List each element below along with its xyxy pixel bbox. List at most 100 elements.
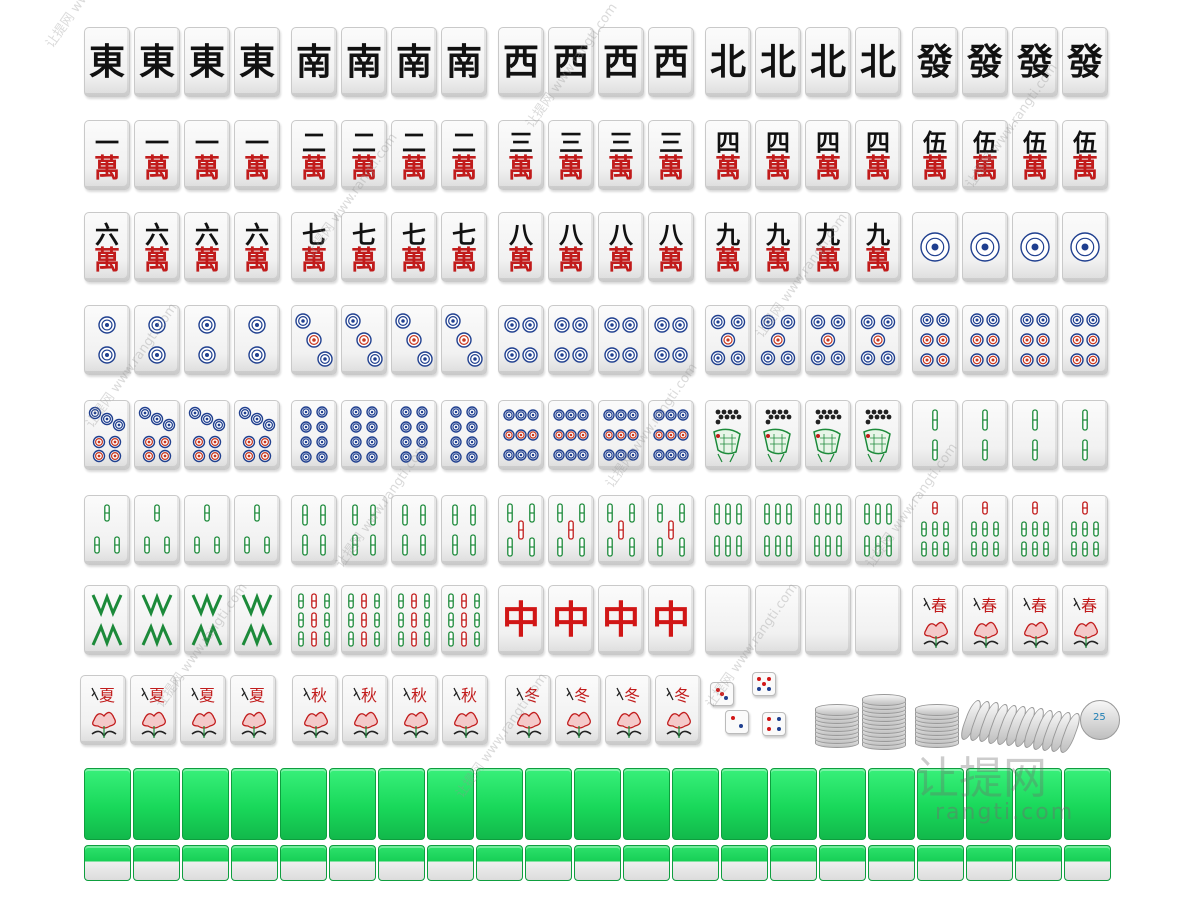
wind-glyph: 東 bbox=[138, 41, 175, 83]
bamboo-tile bbox=[1012, 400, 1058, 470]
die-icon bbox=[710, 682, 734, 706]
bamboo-stick-icon bbox=[1021, 521, 1027, 537]
tile-back bbox=[427, 845, 474, 881]
bamboo-stick-icon bbox=[374, 631, 380, 647]
circle-dot-icon bbox=[316, 451, 328, 463]
character-suit-glyph: 萬 bbox=[814, 245, 841, 276]
bamboo-stick-icon bbox=[971, 541, 977, 557]
circle-dot-icon bbox=[238, 406, 252, 420]
bird-icon bbox=[813, 409, 842, 463]
circle-dot-icon bbox=[880, 314, 896, 330]
bamboo-stick-icon bbox=[164, 536, 170, 554]
wind-tile: 南 bbox=[341, 27, 387, 97]
character-number: 四 bbox=[816, 127, 840, 157]
flower-tile: 冬 bbox=[605, 675, 651, 745]
bamboo-stick-icon bbox=[507, 503, 513, 523]
character-suit-glyph: 萬 bbox=[300, 153, 327, 184]
circle-dot-icon bbox=[830, 350, 846, 366]
circle-dot-icon bbox=[98, 316, 116, 334]
character-number: 四 bbox=[866, 127, 890, 157]
circle-dot-icon bbox=[780, 350, 796, 366]
bamboo-stick-icon bbox=[825, 535, 831, 557]
flower-icon bbox=[516, 687, 542, 738]
wind-tile: 北 bbox=[855, 27, 901, 97]
wind-glyph: 東 bbox=[238, 41, 275, 83]
tile-back bbox=[84, 845, 131, 881]
tile-back bbox=[378, 768, 425, 840]
circle-dot-icon bbox=[880, 350, 896, 366]
bamboo-stick-icon bbox=[1032, 541, 1038, 557]
character-suit-glyph: 萬 bbox=[714, 153, 741, 184]
character-tile: 伍萬 bbox=[1012, 120, 1058, 190]
flower-tile: 秋 bbox=[442, 675, 488, 745]
bamboo-stick-icon bbox=[557, 503, 563, 523]
circle-dot-icon bbox=[986, 353, 1000, 367]
circle-dot-icon bbox=[345, 313, 361, 329]
bamboo-stick-icon bbox=[452, 534, 458, 556]
character-tile: 三萬 bbox=[548, 120, 594, 190]
circle-dot-icon bbox=[554, 317, 570, 333]
bamboo-stick-icon bbox=[714, 503, 720, 525]
character-number: 二 bbox=[302, 127, 326, 157]
wind-glyph: 南 bbox=[295, 41, 332, 83]
tile-back bbox=[721, 768, 768, 840]
circle-dot-icon bbox=[603, 409, 615, 421]
flower-tile: 秋 bbox=[392, 675, 438, 745]
circle-dot-icon bbox=[710, 314, 726, 330]
character-tile: 二萬 bbox=[341, 120, 387, 190]
bamboo-tile bbox=[705, 400, 751, 470]
circle-dot-icon bbox=[503, 409, 515, 421]
circle-dot-icon bbox=[553, 449, 565, 461]
bamboo-stick-icon bbox=[932, 501, 938, 515]
character-tile: 九萬 bbox=[805, 212, 851, 282]
wind-glyph: 南 bbox=[445, 41, 482, 83]
wind-glyph: 發 bbox=[1016, 41, 1053, 83]
circle-dot-icon bbox=[920, 333, 934, 347]
bamboo-tile bbox=[391, 495, 437, 565]
circle-dot-icon bbox=[295, 313, 311, 329]
tile-back bbox=[574, 845, 621, 881]
circle-dot-icon bbox=[677, 429, 689, 441]
bamboo-tile bbox=[134, 585, 180, 655]
circle-dot-icon bbox=[565, 409, 577, 421]
red-dragon-tile: 中 bbox=[598, 585, 644, 655]
character-tile: 一萬 bbox=[184, 120, 230, 190]
circle-dot-icon bbox=[565, 449, 577, 461]
character-tile: 九萬 bbox=[855, 212, 901, 282]
circle-tile bbox=[391, 305, 437, 375]
bamboo-tile bbox=[1062, 495, 1108, 565]
bamboo-tile bbox=[234, 495, 280, 565]
character-number: 伍 bbox=[1073, 127, 1097, 157]
bamboo-stick-icon bbox=[736, 503, 742, 525]
bamboo-stick-icon bbox=[786, 535, 792, 557]
circle-dot-icon bbox=[198, 316, 216, 334]
character-tile: 七萬 bbox=[291, 212, 337, 282]
circle-dot-icon bbox=[554, 347, 570, 363]
wind-glyph: 西 bbox=[652, 41, 689, 83]
bamboo-stick-icon bbox=[94, 536, 100, 554]
circle-dot-icon bbox=[400, 436, 412, 448]
tile-back bbox=[525, 768, 572, 840]
tile-back bbox=[917, 845, 964, 881]
chip-icon bbox=[1080, 700, 1120, 740]
circle-dot-icon bbox=[665, 429, 677, 441]
bamboo-stick-icon bbox=[1032, 409, 1038, 431]
circle-dot-icon bbox=[108, 435, 122, 449]
circle-dot-icon bbox=[138, 406, 152, 420]
wind-glyph: 北 bbox=[759, 41, 796, 83]
bamboo-stick-icon bbox=[461, 593, 467, 609]
bamboo-tile bbox=[962, 495, 1008, 565]
flower-icon bbox=[403, 687, 429, 738]
circle-dot-icon bbox=[367, 351, 383, 367]
bamboo-stick-icon bbox=[814, 535, 820, 557]
bamboo-stick-icon bbox=[1032, 521, 1038, 537]
circle-dot-icon bbox=[158, 435, 172, 449]
bamboo-stick-icon bbox=[298, 631, 304, 647]
tile-back bbox=[182, 845, 229, 881]
tile-back bbox=[378, 845, 425, 881]
circle-dot-icon bbox=[1036, 353, 1050, 367]
flower-icon bbox=[616, 687, 642, 738]
circle-dot-icon bbox=[450, 406, 462, 418]
tile-back bbox=[966, 768, 1013, 840]
